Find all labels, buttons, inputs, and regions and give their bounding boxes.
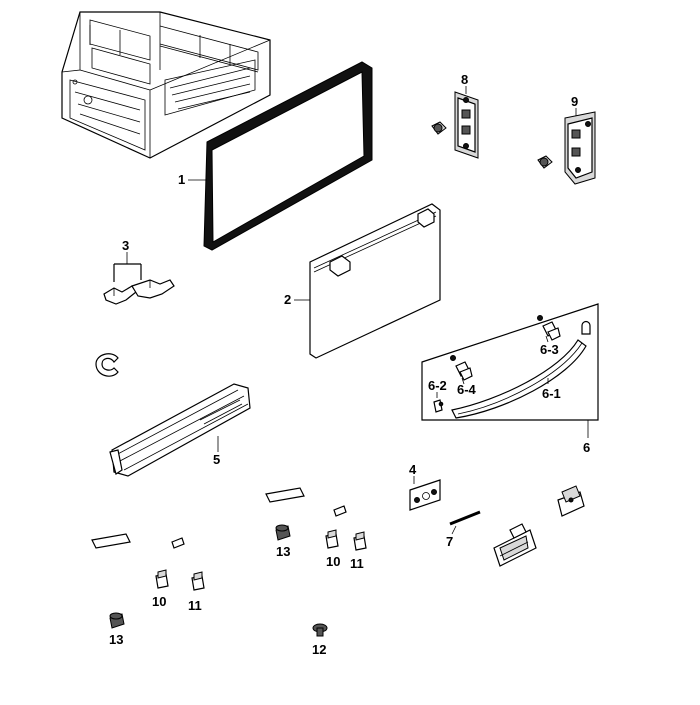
cam-bracket-large <box>493 523 537 567</box>
callout-6-4: 6-4 <box>457 382 477 397</box>
cam-bracket-small <box>557 485 585 517</box>
part-2-door-panel <box>309 203 441 359</box>
callout-6: 6 <box>583 440 590 455</box>
cover-plate-upper <box>265 487 305 503</box>
part-5-tray <box>109 383 251 477</box>
refrigerator-cabinet <box>61 11 271 159</box>
part-7-pin <box>449 510 481 529</box>
callout-7: 7 <box>446 534 453 549</box>
part-10-bracket-lower <box>155 569 169 589</box>
retaining-clip <box>95 353 119 377</box>
callout-11-upper: 11 <box>350 556 364 571</box>
callout-2: 2 <box>284 292 291 307</box>
callout-10-lower: 10 <box>152 594 166 609</box>
callout-3: 3 <box>122 238 129 253</box>
callout-6-1: 6-1 <box>542 386 561 401</box>
part-9-hinge-bracket <box>537 111 596 185</box>
callout-13-lower: 13 <box>109 632 123 647</box>
callout-10-upper: 10 <box>326 554 340 569</box>
callout-6-3: 6-3 <box>540 342 559 357</box>
callout-8: 8 <box>461 72 468 87</box>
callout-11-lower: 11 <box>188 598 202 613</box>
part-4-hinge-plate <box>409 479 441 511</box>
part-11-bracket-upper <box>353 531 367 551</box>
callout-12: 12 <box>312 642 326 657</box>
callout-1: 1 <box>178 172 185 187</box>
callout-5: 5 <box>213 452 220 467</box>
part-12-screw <box>312 623 328 637</box>
part-6-handle-kit <box>421 303 599 421</box>
part-11-bracket-lower <box>191 571 205 591</box>
callout-6-2: 6-2 <box>428 378 447 393</box>
part-13-screw-lower <box>109 612 125 629</box>
cover-plate-lower <box>91 533 131 549</box>
part-1-gasket <box>203 61 373 251</box>
part-8-hinge-bracket <box>431 91 479 159</box>
callout-4: 4 <box>409 462 417 477</box>
part-13-screw-upper <box>275 524 291 541</box>
callout-13-upper: 13 <box>276 544 290 559</box>
small-clip-upper <box>333 505 347 517</box>
part-3-hinge-pins <box>103 263 175 305</box>
callout-9: 9 <box>571 94 578 109</box>
part-6-1-handle <box>451 339 587 419</box>
part-10-bracket-upper <box>325 529 339 549</box>
small-clip-lower <box>171 537 185 549</box>
